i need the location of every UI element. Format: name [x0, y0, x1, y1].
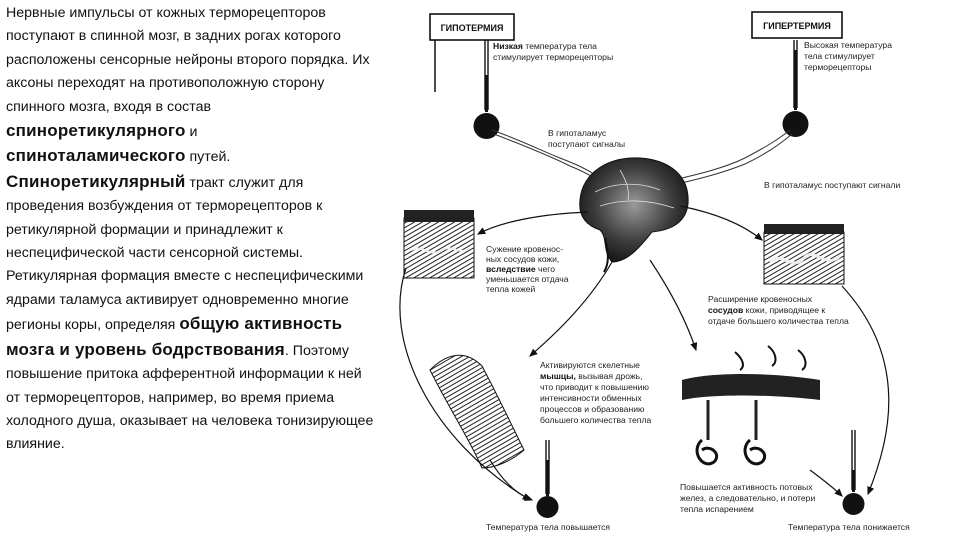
hyperthermia-box: ГИПЕРТЕРМИЯ	[751, 11, 843, 39]
term-general-activity: общую активность мозга и уровень бодрств…	[6, 314, 343, 359]
muscle-2: мышцы, вызывая дрожь,	[540, 371, 643, 381]
paragraph-2-end: . Поэтому повышение притока афферентной …	[6, 342, 374, 453]
vaso-con-5: тепла кожей	[486, 284, 536, 294]
vaso-dil-1: Расширение кровеносных	[708, 294, 813, 304]
hypo-note-2: стимулирует терморецепторы	[493, 52, 613, 62]
muscle-image	[429, 354, 525, 469]
hypothermia-box: ГИПОТЕРМИЯ	[429, 13, 515, 41]
hyper-note-1: Высокая температура	[804, 40, 892, 50]
vaso-con-3: вследствие чего	[486, 264, 555, 274]
vaso-con-2: ных сосудов кожи,	[486, 254, 559, 264]
hypothermia-label: ГИПОТЕРМИЯ	[441, 23, 504, 33]
hyper-note-3: терморецепторы	[804, 62, 871, 72]
vaso-dil-2: сосудов кожи, приводящее к	[708, 305, 825, 315]
afferent-nerves	[491, 129, 793, 187]
term-spinoreticular: спиноретикулярного	[6, 121, 186, 141]
skin-cold-image	[403, 210, 475, 279]
paragraph-2: Спиноретикулярный тракт служит для прове…	[6, 170, 378, 457]
hypo-note: Низкая температура тела	[493, 41, 597, 51]
hyper-note-2: тела стимулирует	[804, 51, 875, 61]
muscle-6: большего количества тепла	[540, 415, 651, 425]
paragraph-2-body: тракт служит для проведения возбуждения …	[6, 174, 364, 334]
muscle-5: процессов и образованию	[540, 404, 645, 414]
flow-arrows	[399, 205, 890, 501]
sweat-1: Повышается активность потовых	[680, 482, 813, 492]
temp-down-label: Температура тела понижается	[788, 522, 910, 532]
paragraph-1-end: путей.	[185, 149, 231, 166]
explanation-text: Нервные импульсы от кожных терморецептор…	[6, 2, 378, 457]
vaso-con-1: Сужение кровенос-	[486, 244, 563, 254]
hyperthermia-label: ГИПЕРТЕРМИЯ	[763, 21, 831, 31]
paragraph-1: Нервные импульсы от кожных терморецептор…	[6, 2, 378, 170]
muscle-4: интенсивности обменных	[540, 393, 642, 403]
term-spinothalamic: спиноталамического	[6, 146, 186, 166]
paragraph-1-and: и	[185, 124, 198, 141]
brain-icon	[579, 157, 689, 273]
hypothalamus-left-2: поступают сигналы	[548, 139, 625, 149]
vaso-con-4: уменьшается отдача	[486, 274, 569, 284]
term-spinoreticular-tract: Спиноретикулярный	[6, 171, 186, 191]
vaso-dil-3: отдаче большего количества тепла	[708, 316, 849, 326]
sweat-gland-image	[682, 345, 820, 466]
skin-hot-image	[763, 224, 845, 285]
sweat-2: желез, а следовательно, и потери	[680, 493, 815, 503]
muscle-1: Активируются скелетные	[540, 360, 640, 370]
thermometer-down-icon	[842, 430, 865, 515]
thermoregulation-diagram: ГИПОТЕРМИЯ ГИПЕРТЕРМИЯ Низкая температур…	[390, 0, 960, 540]
thermometer-up-icon	[536, 440, 559, 518]
hypothalamus-left-1: В гипоталамус	[548, 128, 607, 138]
hypothalamus-right: В гипоталамус поступают сигнали	[764, 180, 900, 190]
temp-up-label: Температура тела повышается	[486, 522, 610, 532]
paragraph-1-start: Нервные импульсы от кожных терморецептор…	[6, 5, 370, 115]
muscle-3: что приводит к повышению	[540, 382, 649, 392]
thermometer-cold-icon	[434, 40, 500, 139]
sweat-3: тепла испарением	[680, 504, 754, 514]
